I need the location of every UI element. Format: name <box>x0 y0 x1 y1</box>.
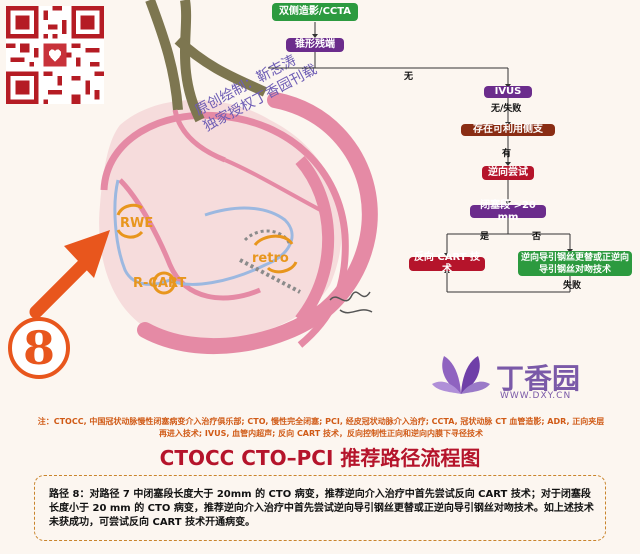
page-title: CTOCC CTO–PCI 推荐路径流程图 <box>159 446 481 470</box>
edge-label-no-2: 否 <box>532 232 542 242</box>
edge-label-fail: 失败 <box>563 281 582 291</box>
rwe-label: RWE <box>120 216 154 231</box>
edge-label-yes: 有 <box>502 149 512 159</box>
node-reverse-cart: 反向 CART 技术 <box>409 252 485 275</box>
path-description-text: 路径 8：对路径 7 中闭塞段长度大于 20mm 的 CTO 病变，推荐逆向介入… <box>49 489 594 528</box>
node-side-branch: 存在可利用侧支 <box>461 124 555 136</box>
dxy-flower-logo-icon <box>432 356 490 394</box>
abbreviation-note: 注：CTOCC, 中国冠状动脉慢性闭塞病变介入治疗俱乐部; CTO, 慢性完全闭… <box>37 417 605 438</box>
node-retrograde-attempt: 逆向尝试 <box>482 166 534 180</box>
node-occlusion-length: 闭塞段 >20 mm <box>470 200 546 223</box>
dxy-logo-text: 丁香园 <box>496 362 581 395</box>
node-guidewire-technique: 逆向导引钢丝更替或正逆向导引钢丝对吻技术 <box>518 251 632 276</box>
node-ivus: IVUS <box>484 86 532 98</box>
edge-label-yes-2: 是 <box>480 232 490 242</box>
qr-code <box>6 6 104 104</box>
node-tapered-stump: 锥形残端 <box>286 38 344 52</box>
path-number-badge: 8 <box>8 317 70 379</box>
dxy-logo-url: WWW.DXY.CN <box>500 391 572 401</box>
edge-label-no: 无 <box>404 72 414 82</box>
node-ccta: 双侧造影/CCTA <box>272 3 358 21</box>
r-cart-label: R-CART <box>133 276 187 291</box>
edge-label-no-fail: 无/失败 <box>491 104 522 114</box>
path-description-box: 路径 8：对路径 7 中闭塞段长度大于 20mm 的 CTO 病变，推荐逆向介入… <box>34 475 606 541</box>
retro-label: retro <box>252 251 289 266</box>
